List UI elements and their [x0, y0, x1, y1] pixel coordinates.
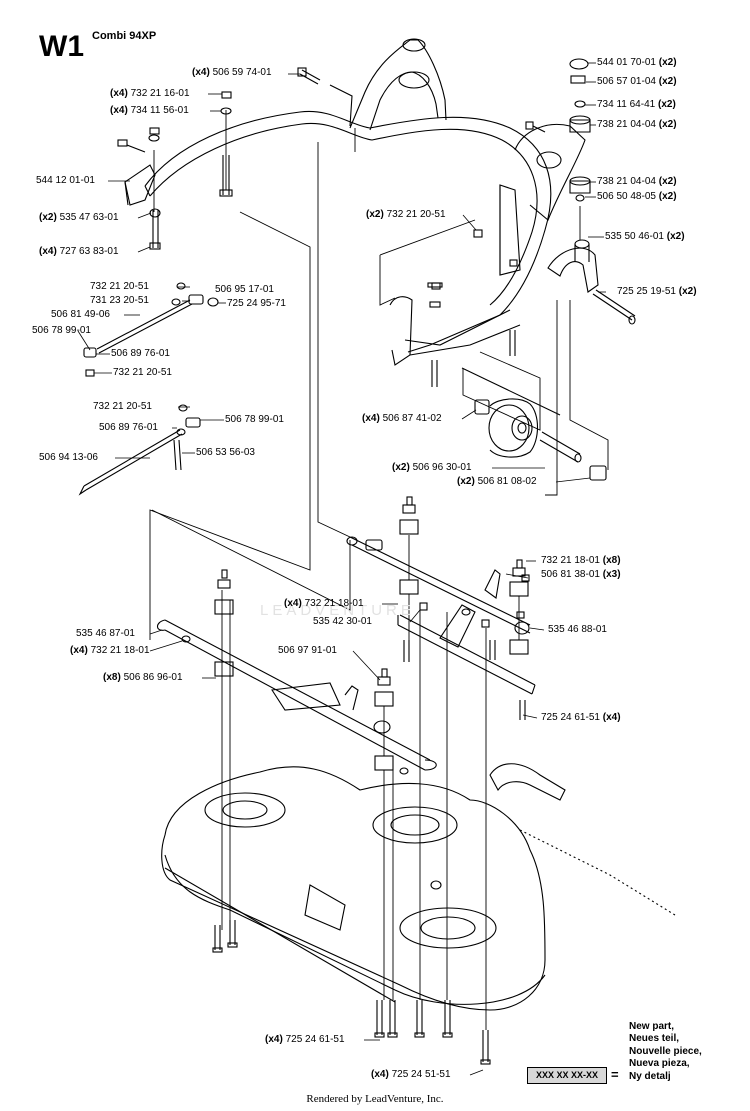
- legend-line: Nueva pieza,: [629, 1058, 690, 1070]
- model-name: Combi 94XP: [92, 30, 157, 42]
- callout-label[interactable]: (x2) 535 47 63-01: [39, 212, 119, 223]
- legend-equals: =: [611, 1067, 619, 1082]
- callout-label[interactable]: 734 11 64-41 (x2): [597, 99, 676, 110]
- callout-label[interactable]: 506 81 38-01 (x3): [541, 569, 621, 580]
- callout-label[interactable]: 506 89 76-01: [111, 348, 170, 359]
- callout-label[interactable]: 732 21 20-51: [90, 281, 149, 292]
- callout-label[interactable]: (x4) 725 24 61-51: [265, 1034, 345, 1045]
- callout-label[interactable]: 506 50 48-05 (x2): [597, 191, 677, 202]
- diagram-code: W1: [39, 30, 84, 63]
- callout-label[interactable]: 731 23 20-51: [90, 295, 149, 306]
- callout-label[interactable]: 506 53 56-03: [196, 447, 255, 458]
- fastener-drawings: [117, 58, 591, 387]
- bottom-bolts-drawing: [212, 920, 491, 1065]
- callout-label[interactable]: 732 21 20-51: [93, 401, 152, 412]
- gauge-wheel-drawing: [461, 367, 607, 481]
- legend-line: Nouvelle piece,: [629, 1045, 702, 1057]
- callout-label[interactable]: 732 21 20-51: [113, 367, 172, 378]
- callout-label[interactable]: 506 89 76-01: [99, 422, 158, 433]
- watermark: LEADVENTURE: [260, 602, 415, 619]
- callout-label[interactable]: (x4) 725 24 51-51: [371, 1069, 451, 1080]
- callout-label[interactable]: 506 97 91-01: [278, 645, 337, 656]
- callout-label[interactable]: 725 25 19-51 (x2): [617, 286, 697, 297]
- mower-deck-drawing: [161, 763, 676, 1011]
- lift-frame-drawing: [124, 38, 636, 366]
- callout-label[interactable]: (x2) 506 81 08-02: [457, 476, 537, 487]
- legend-line: Ny detalj: [629, 1070, 671, 1082]
- callout-label[interactable]: (x4) 506 59 74-01: [192, 67, 272, 78]
- callout-label[interactable]: 732 21 18-01 (x8): [541, 555, 621, 566]
- callout-label[interactable]: (x2) 506 96 30-01: [392, 462, 472, 473]
- callout-label[interactable]: 535 46 87-01: [76, 628, 135, 639]
- callout-label[interactable]: 725 24 61-51 (x4): [541, 712, 621, 723]
- callout-label[interactable]: 535 42 30-01: [313, 616, 372, 627]
- front-linkage-drawing: [156, 536, 536, 775]
- callout-label[interactable]: 544 12 01-01: [36, 175, 95, 186]
- callout-label[interactable]: 725 24 95-71: [227, 298, 286, 309]
- callout-label[interactable]: (x4) 727 63 83-01: [39, 246, 119, 257]
- callout-label[interactable]: (x4) 732 21 18-01: [284, 598, 364, 609]
- callout-label[interactable]: 506 57 01-04 (x2): [597, 76, 677, 87]
- callout-label[interactable]: (x4) 732 21 18-01: [70, 645, 150, 656]
- callout-label[interactable]: 506 78 99-01: [225, 414, 284, 425]
- alignment-lines: [149, 110, 609, 1030]
- callout-label[interactable]: 506 95 17-01: [215, 284, 274, 295]
- callout-label[interactable]: 535 46 88-01: [548, 624, 607, 635]
- callout-label[interactable]: 738 21 04-04 (x2): [597, 119, 677, 130]
- legend-line: Neues teil,: [629, 1033, 680, 1045]
- callout-label[interactable]: 738 21 04-04 (x2): [597, 176, 677, 187]
- callout-label[interactable]: (x2) 732 21 20-51: [366, 209, 446, 220]
- callout-label[interactable]: 544 01 70-01 (x2): [597, 57, 677, 68]
- new-part-legend: New part, Neues teil, Nouvelle piece, Nu…: [629, 1021, 702, 1083]
- leader-lines: [77, 62, 606, 1076]
- legend-line: New part,: [629, 1021, 675, 1032]
- callout-label[interactable]: 506 78 99-01: [32, 325, 91, 336]
- footer-credit: Rendered by LeadVenture, Inc.: [306, 1093, 444, 1105]
- callout-label[interactable]: 506 81 49-06: [51, 309, 110, 320]
- callout-label[interactable]: (x8) 506 86 96-01: [103, 672, 183, 683]
- callout-label[interactable]: 535 50 46-01 (x2): [605, 231, 685, 242]
- callout-label[interactable]: (x4) 732 21 16-01: [110, 88, 190, 99]
- callout-label[interactable]: (x4) 734 11 56-01: [110, 105, 189, 116]
- new-part-legend-box: XXX XX XX-XX: [527, 1067, 607, 1084]
- callout-label[interactable]: (x4) 506 87 41-02: [362, 413, 442, 424]
- callout-label[interactable]: 506 94 13-06: [39, 452, 98, 463]
